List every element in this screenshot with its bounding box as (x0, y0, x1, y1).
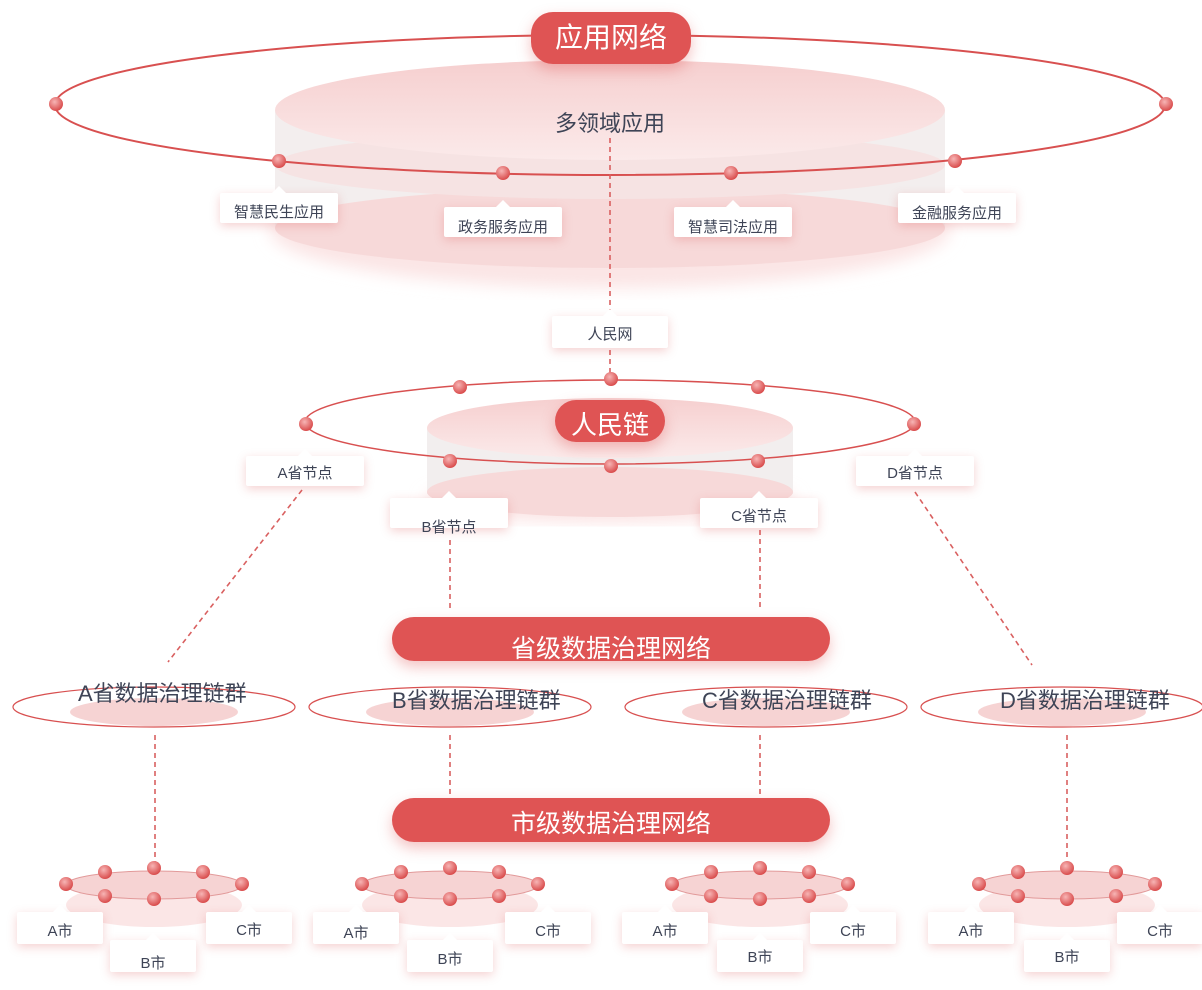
city-node-dot (531, 877, 545, 891)
people-chain-banner: 人民链 (555, 400, 665, 442)
city-node-dot (1148, 877, 1162, 891)
city-node-dot (665, 877, 679, 891)
cluster-title-c: C省数据治理链群 (702, 688, 872, 713)
app-tag-judicial: 智慧司法应用 (674, 200, 792, 237)
city-node-dot (394, 865, 408, 879)
city-node-dot (394, 889, 408, 903)
city-tag-c: C市 (810, 905, 896, 944)
chain-node-dot (604, 372, 618, 386)
city-tag-c: C市 (1117, 905, 1202, 944)
city-tag-a: A市 (17, 905, 103, 944)
cluster-title-b: B省数据治理链群 (392, 688, 561, 713)
application-network-banner: 应用网络 (531, 12, 691, 64)
chain-node-dot (907, 417, 921, 431)
city-node-dot (98, 889, 112, 903)
city-tag-a: A市 (313, 905, 399, 944)
city-tag-a: A市 (928, 905, 1014, 944)
node-tag-b: B省节点 (390, 491, 508, 536)
city-node-dot (1109, 865, 1123, 879)
chain-node-dot (751, 380, 765, 394)
city-node-dot (492, 889, 506, 903)
city-tag-c: C市 (505, 905, 591, 944)
city-network-banner: 市级数据治理网络 (392, 798, 830, 842)
city-node-dot (1060, 861, 1074, 875)
provincial-cluster-rings (12, 686, 1202, 728)
city-node-dot (235, 877, 249, 891)
app-tag-livelihood: 智慧民生应用 (220, 186, 338, 223)
provincial-network-banner: 省级数据治理网络 (392, 617, 830, 663)
multi-domain-label: 多领域应用 (554, 111, 665, 136)
node-tag-c: C省节点 (700, 491, 818, 528)
city-node-dot (1011, 889, 1025, 903)
chain-node-dot (299, 417, 313, 431)
city-node-dot (443, 861, 457, 875)
node-tag-d: D省节点 (856, 449, 974, 486)
city-node-dot (147, 861, 161, 875)
city-node-dot (704, 889, 718, 903)
city-node-dot (1011, 865, 1025, 879)
application-node-dot (724, 166, 738, 180)
chain-node-dot (751, 454, 765, 468)
app-tag-finance: 金融服务应用 (898, 186, 1016, 223)
application-node-dot (272, 154, 286, 168)
city-node-dot (355, 877, 369, 891)
city-node-dot (704, 865, 718, 879)
city-node-dot (196, 889, 210, 903)
city-node-dot (492, 865, 506, 879)
city-tag-b: B市 (110, 933, 196, 972)
chain-node-dot (453, 380, 467, 394)
cluster-title-a: A省数据治理链群 (78, 681, 247, 706)
chain-node-dot (443, 454, 457, 468)
city-tag-a: A市 (622, 905, 708, 944)
city-node-dot (59, 877, 73, 891)
city-node-dot (98, 865, 112, 879)
app-tag-government: 政务服务应用 (444, 200, 562, 237)
people-net-tag: 人民网 (552, 309, 668, 348)
city-node-dot (802, 865, 816, 879)
city-node-dot (196, 865, 210, 879)
city-node-dot (1060, 892, 1074, 906)
city-node-dot (147, 892, 161, 906)
city-node-dot (443, 892, 457, 906)
city-node-dot (753, 892, 767, 906)
application-node-dot (1159, 97, 1173, 111)
city-tag-b: B市 (407, 933, 493, 972)
node-tag-a: A省节点 (246, 449, 364, 486)
network-nodes (49, 97, 1173, 906)
city-node-dot (972, 877, 986, 891)
cluster-title-d: D省数据治理链群 (1000, 688, 1170, 713)
city-tag-c: C市 (206, 905, 292, 944)
application-node-dot (49, 97, 63, 111)
application-node-dot (496, 166, 510, 180)
city-tag-b: B市 (717, 933, 803, 972)
chain-node-dot (604, 459, 618, 473)
city-node-dot (1109, 889, 1123, 903)
city-tag-b: B市 (1024, 933, 1110, 972)
application-node-dot (948, 154, 962, 168)
city-node-dot (753, 861, 767, 875)
city-node-dot (841, 877, 855, 891)
city-node-dot (802, 889, 816, 903)
dashed-connectors (154, 138, 1068, 862)
